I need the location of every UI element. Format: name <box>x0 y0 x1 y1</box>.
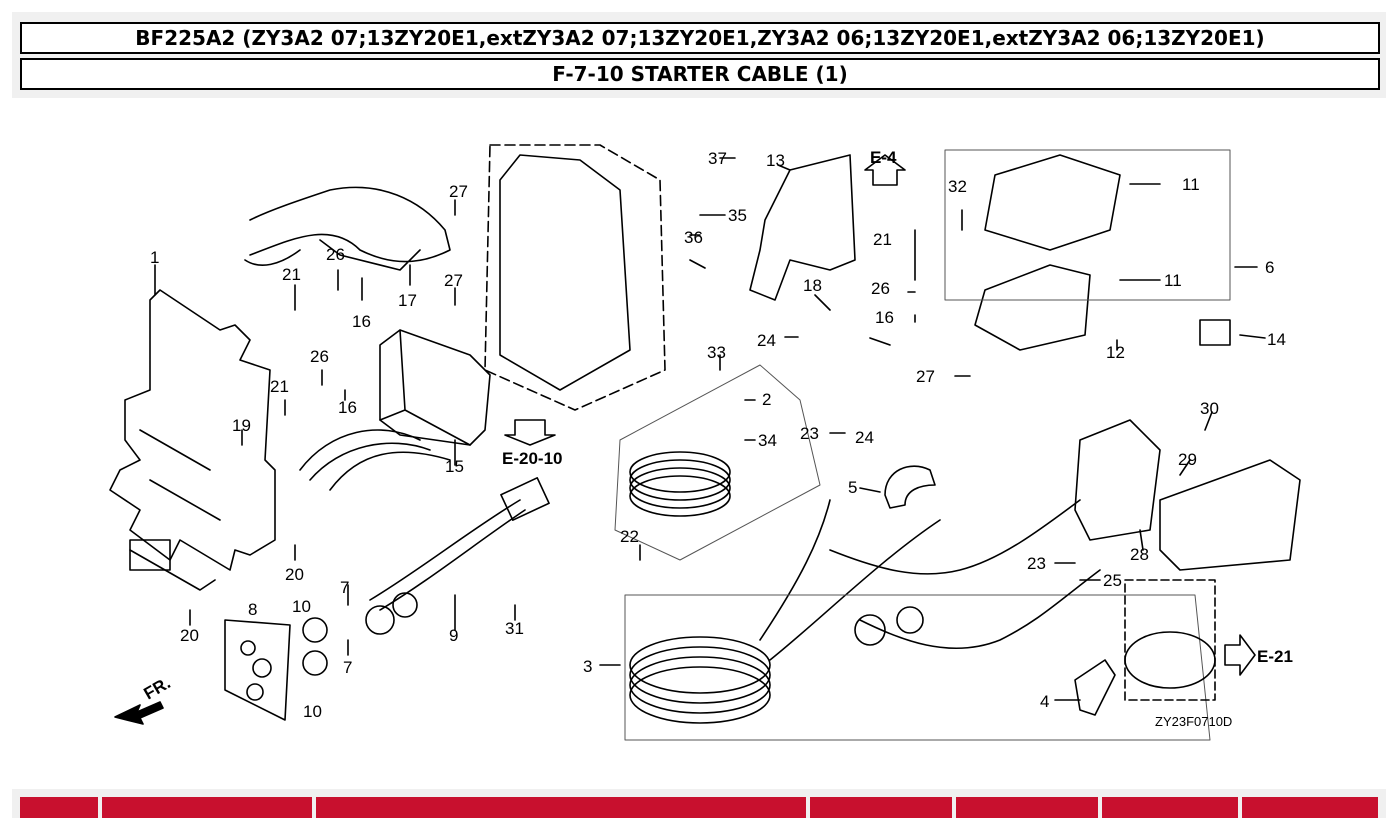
part-label: 23 <box>1027 554 1046 573</box>
reference-e4: E-4 <box>870 148 897 167</box>
header-panel: BF225A2 (ZY3A2 07;13ZY20E1,extZY3A2 07;1… <box>12 12 1386 98</box>
part-label: 6 <box>1265 258 1274 277</box>
part-label: 34 <box>758 431 777 450</box>
table-header-cell <box>1242 797 1378 818</box>
part-label: 36 <box>684 228 703 247</box>
reference-e21: E-21 <box>1257 647 1293 666</box>
part-label: 15 <box>445 457 464 476</box>
part-label: 27 <box>444 271 463 290</box>
part-label: 13 <box>766 151 785 170</box>
part-label: 23 <box>800 424 819 443</box>
part-label: 25 <box>1103 571 1122 590</box>
part-label: 31 <box>505 619 524 638</box>
part-label: 12 <box>1106 343 1125 362</box>
table-header-cell <box>20 797 98 818</box>
part-label: 32 <box>948 177 967 196</box>
model-title: BF225A2 (ZY3A2 07;13ZY20E1,extZY3A2 07;1… <box>20 22 1380 54</box>
part-label: 26 <box>310 347 329 366</box>
part-label: 30 <box>1200 399 1219 418</box>
part-label: 21 <box>282 265 301 284</box>
part-label: 8 <box>248 600 257 619</box>
part-label: 22 <box>620 527 639 546</box>
section-title: F-7-10 STARTER CABLE (1) <box>20 58 1380 90</box>
part-label: 14 <box>1267 330 1286 349</box>
part-label: 33 <box>707 343 726 362</box>
part-label: 19 <box>232 416 251 435</box>
part-label: 11 <box>1182 175 1200 194</box>
table-header-cell <box>810 797 952 818</box>
part-label: 20 <box>285 565 304 584</box>
table-header-cell <box>316 797 806 818</box>
front-label: FR. <box>141 673 174 703</box>
part-label: 17 <box>398 291 417 310</box>
part-label: 28 <box>1130 545 1149 564</box>
part-label: 10 <box>292 597 311 616</box>
part-label: 7 <box>343 658 352 677</box>
part-label: 16 <box>352 312 371 331</box>
part-label: 21 <box>270 377 289 396</box>
part-label: 21 <box>873 230 892 249</box>
part-label: 5 <box>848 478 857 497</box>
part-label: 16 <box>338 398 357 417</box>
table-header-cell <box>102 797 312 818</box>
drawing-code: ZY23F0710D <box>1155 714 1232 729</box>
part-label: 1 <box>150 248 159 267</box>
part-label: 37 <box>708 149 727 168</box>
part-label: 27 <box>449 182 468 201</box>
parts-table-header <box>12 789 1386 818</box>
part-label: 16 <box>875 308 894 327</box>
part-label: 29 <box>1178 450 1197 469</box>
part-label: 27 <box>916 367 935 386</box>
part-label: 24 <box>757 331 776 350</box>
part-label: 4 <box>1040 692 1049 711</box>
part-label: 3 <box>583 657 592 676</box>
part-label: 26 <box>871 279 890 298</box>
parts-diagram: 1 2 3 4 5 6 7 7 8 9 10 10 11 11 12 13 14… <box>109 144 1301 741</box>
reference-e20-10: E-20-10 <box>502 449 562 468</box>
table-header-cell <box>956 797 1098 818</box>
part-label: 2 <box>762 390 771 409</box>
part-label: 7 <box>340 578 349 597</box>
table-header-cell <box>1102 797 1238 818</box>
part-label: 18 <box>803 276 822 295</box>
part-label: 20 <box>180 626 199 645</box>
part-label: 26 <box>326 245 345 264</box>
part-label: 35 <box>728 206 747 225</box>
part-label: 10 <box>303 702 322 721</box>
part-label: 24 <box>855 428 874 447</box>
part-label: 9 <box>449 626 458 645</box>
part-label: 11 <box>1164 271 1182 290</box>
